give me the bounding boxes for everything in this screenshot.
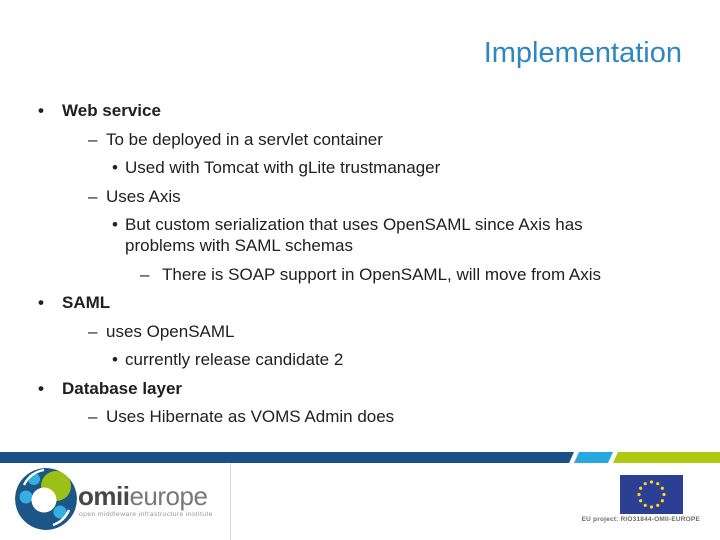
omii-europe-logo-box: omiieurope open middleware infrastructur… [0,463,231,540]
bullet-text: To be deployed in a servlet container [106,129,383,149]
eu-project-label: EU project: RIO31844-OMII-EUROPE [581,516,700,523]
bullet-text: uses OpenSAML [106,321,235,341]
bullet-text: SAML [62,293,111,312]
bullet-item-level-2: –uses OpenSAML [0,321,720,342]
footer-color-bar [0,452,720,463]
bullet-marker: • [38,293,44,312]
bullet-item-level-3: • But custom serialization that uses Open… [0,214,720,256]
bullet-text: Database layer [62,378,183,398]
bullet-marker: – [140,264,150,284]
bullet-marker: • [38,101,44,120]
bullet-marker: – [88,321,98,341]
bullet-marker: • [38,378,44,398]
bullet-text: But custom serialization that uses OpenS… [125,215,583,255]
bullet-marker: • [112,158,118,177]
bullet-item-level-3: • Used with Tomcat with gLite trustmanage… [0,157,720,178]
slide-body: •Web service–To be deployed in a servlet… [0,100,720,435]
omii-europe-logo-icon [15,468,77,530]
bullet-text: currently release candidate 2 [125,350,344,369]
slide-title: Implementation [483,37,682,69]
eu-flag-icon [620,475,683,514]
bullet-list: •Web service–To be deployed in a servlet… [0,100,720,427]
bullet-marker: • [112,215,118,234]
bullet-item-level-2: –To be deployed in a servlet container [0,129,720,150]
bullet-item-level-2: –Uses Hibernate as VOMS Admin does [0,406,720,427]
bullet-text: Uses Axis [106,186,181,206]
bullet-item-level-1: • SAML [0,292,720,313]
bullet-text: Uses Hibernate as VOMS Admin does [106,407,395,426]
bullet-marker: – [88,407,98,426]
logo-wordmark-europe: europe [129,481,208,511]
bullet-item-level-1: • Database layer [0,378,720,399]
logo-wordmark-omii: omii [78,481,130,511]
logo-wordmark: omiieurope [78,481,208,511]
bullet-text: Used with Tomcat with gLite trustmanager [125,158,441,177]
bullet-marker: – [88,129,98,149]
bullet-item-level-3: • currently release candidate 2 [0,349,720,370]
bullet-item-level-4: –There is SOAP support in OpenSAML, will… [0,264,720,285]
bullet-item-level-2: –Uses Axis [0,186,720,207]
bullet-marker: – [88,186,98,206]
bullet-text: Web service [62,101,161,120]
bullet-marker: • [112,350,118,369]
bullet-item-level-1: • Web service [0,100,720,121]
logo-tagline: open middleware infrastructure institute [79,511,213,518]
bullet-text: There is SOAP support in OpenSAML, will … [162,264,602,284]
